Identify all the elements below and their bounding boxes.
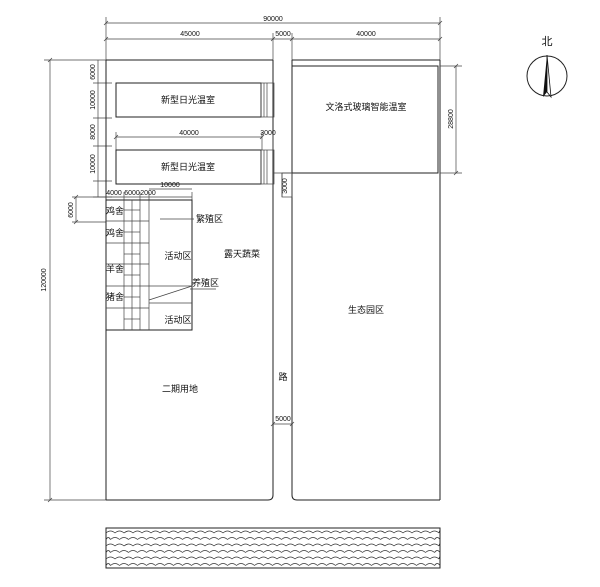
breeding-area-label: 繁殖区	[196, 213, 223, 225]
dim-row-10000: 10000	[160, 182, 180, 189]
dim-row-2000: 2000	[140, 190, 156, 197]
road-width-dimension	[270, 421, 295, 427]
wave-row	[105, 556, 441, 560]
north-arrow-icon	[526, 54, 568, 99]
dim-top-right: 40000	[356, 31, 376, 38]
feeding-area-label: 养殖区	[192, 277, 219, 289]
dim-left-seg3: 8000	[90, 124, 97, 140]
dim-left-seg4: 10000	[90, 154, 97, 174]
livestock-top-dims	[105, 192, 193, 200]
dim-top-road: 5000	[275, 31, 291, 38]
dim-left-seg1: 6000	[90, 64, 97, 80]
phase-two-land-label: 二期用地	[162, 383, 198, 395]
water-waves	[105, 530, 441, 566]
dim-top-total: 90000	[263, 16, 283, 23]
right-height-dimension	[440, 63, 462, 176]
glass-greenhouse-label: 文洛式玻璃智能温室	[325, 101, 406, 113]
dim-row-6000: 6000	[124, 190, 140, 197]
open-vegetables-label: 露天蔬菜	[224, 248, 260, 260]
site-boundary	[105, 59, 441, 501]
activity-area-2-label: 活动区	[164, 314, 191, 326]
sheep-house-label: 羊舍	[106, 263, 124, 275]
greenhouse-1-label: 新型日光温室	[161, 94, 215, 106]
dim-road-width: 5000	[275, 416, 291, 423]
dim-left-seg5: 6000	[68, 202, 75, 218]
dim-gh-gap: 3000	[260, 130, 276, 137]
wave-row	[105, 537, 441, 540]
pig-house-label: 猪舍	[106, 291, 124, 303]
hen-house-1-label: 鸡舍	[106, 205, 124, 217]
left-dimension-lines	[44, 57, 112, 503]
livestock-block	[105, 199, 193, 331]
gh-width-dimension	[113, 132, 274, 150]
wave-row	[105, 543, 441, 547]
north-label: 北	[542, 35, 553, 48]
dim-left-total: 120000	[41, 268, 48, 291]
dim-right-height: 28800	[448, 109, 455, 129]
glass-greenhouse	[281, 65, 439, 198]
wave-row	[105, 563, 441, 566]
mid-3000-dimension	[273, 172, 292, 197]
top-dimension-lines	[103, 17, 443, 60]
dim-row-4000: 4000	[106, 190, 122, 197]
dim-left-seg2: 10000	[90, 90, 97, 110]
dim-mid-3000: 3000	[282, 178, 289, 194]
dim-gh-width: 40000	[179, 130, 199, 137]
dim-top-left: 45000	[180, 31, 200, 38]
road-label: 路	[278, 371, 287, 383]
hen-house-2-label: 鸡舍	[106, 227, 124, 239]
water-body	[105, 527, 441, 569]
greenhouse-2-label: 新型日光温室	[161, 161, 215, 173]
greenhouse-1	[115, 82, 275, 118]
wave-row	[105, 530, 441, 534]
ecology-park-label: 生态园区	[348, 304, 384, 316]
greenhouse-2	[115, 149, 275, 185]
activity-area-1-label: 活动区	[164, 250, 191, 262]
wave-row	[105, 550, 441, 553]
